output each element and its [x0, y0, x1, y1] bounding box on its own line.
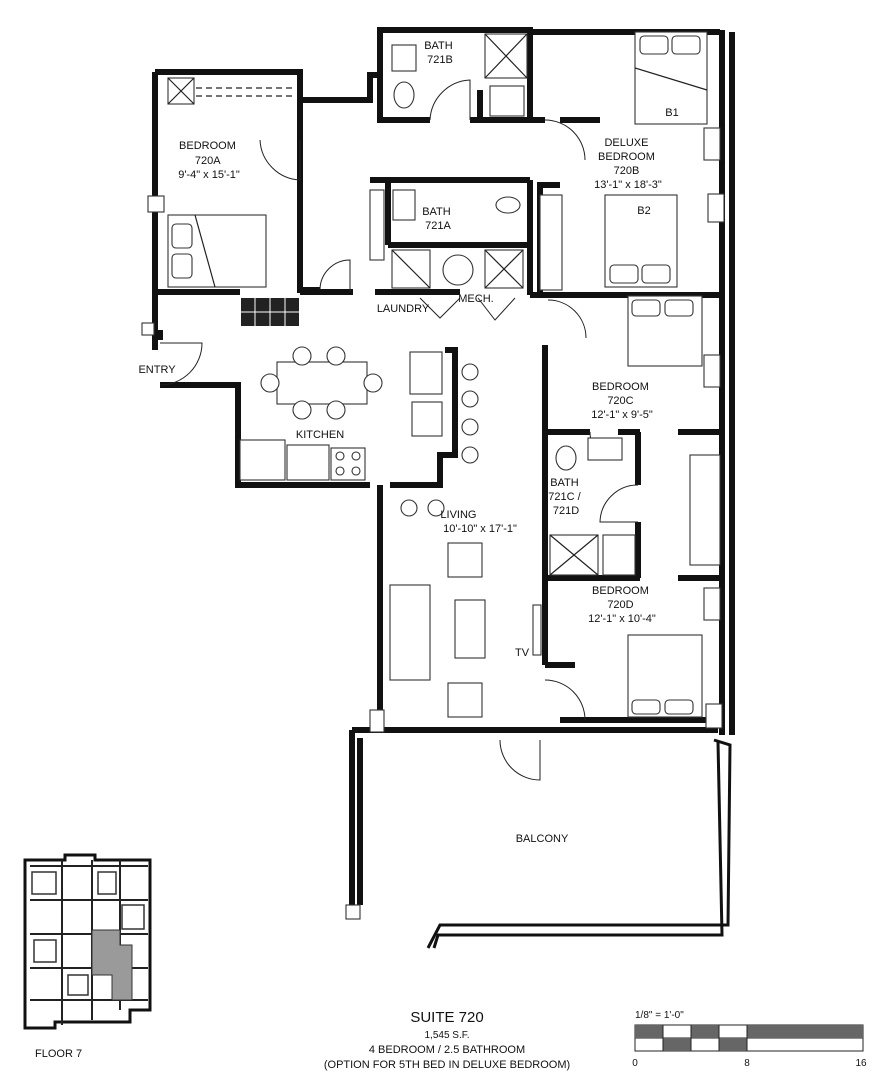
scale-bar: 1/8" = 1'-0" 0 8 16: [632, 1010, 867, 1069]
toilet-721a: [495, 196, 521, 214]
label-balcony: BALCONY: [516, 833, 569, 845]
kitchen-sink: [411, 401, 443, 437]
label-laundry: LAUNDRY: [377, 303, 430, 315]
sink-721b: [391, 44, 417, 72]
label-bedroom-720c: BEDROOM 720C 12'-1" x 9'-5": [591, 381, 653, 421]
interior-walls: [155, 30, 720, 723]
scale-tick-16: 16: [855, 1058, 867, 1069]
suite-area: 1,545 S.F.: [424, 1030, 469, 1041]
dishwasher: [409, 351, 443, 395]
doors: [159, 79, 639, 781]
room-labels: BATH 721B BEDROOM 720A 9'-4" x 15'-1" DE…: [138, 40, 678, 845]
range: [330, 447, 366, 481]
key-plan-label: FLOOR 7: [35, 1048, 82, 1060]
label-bed-b2: B2: [637, 205, 650, 217]
key-plan-suite-highlight: [91, 929, 133, 1001]
fixtures: [141, 31, 725, 920]
label-bed-b1: B1: [665, 107, 678, 119]
scale-tick-8: 8: [744, 1058, 750, 1069]
label-bath-721b: BATH 721B: [424, 40, 456, 66]
label-bedroom-720d: BEDROOM 720D 12'-1" x 10'-4": [588, 585, 656, 625]
key-plan: [23, 853, 152, 1030]
sofa: [389, 584, 431, 681]
fridge: [239, 439, 286, 481]
tv-console: [532, 604, 542, 656]
scale-tick-0: 0: [632, 1058, 638, 1069]
toilet-721b: [393, 81, 415, 109]
sink-721cd: [587, 437, 623, 461]
label-bath-721a: BATH 721A: [422, 206, 454, 232]
suite-note: (OPTION FOR 5TH BED IN DELUXE BEDROOM): [324, 1059, 570, 1071]
label-kitchen: KITCHEN: [296, 429, 344, 441]
scale-ratio: 1/8" = 1'-0": [635, 1010, 684, 1021]
label-living: LIVING 10'-10" x 17'-1": [440, 509, 517, 535]
exterior-walls: [152, 27, 735, 949]
label-bedroom-720a: BEDROOM 720A 9'-4" x 15'-1": [178, 140, 240, 181]
tub-721b: [489, 85, 525, 117]
suite-config: 4 BEDROOM / 2.5 BATHROOM: [369, 1044, 525, 1056]
title-block: SUITE 720 1,545 S.F. 4 BEDROOM / 2.5 BAT…: [324, 1009, 570, 1071]
toilet-721cd: [555, 445, 577, 471]
label-bath-721cd: BATH 721C / 721D: [548, 477, 583, 517]
label-deluxe-bedroom-720b: DELUXE BEDROOM 720B 13'-1" x 18'-3": [594, 137, 662, 191]
armchair-top: [447, 542, 483, 578]
water-heater: [442, 254, 474, 286]
sink-721a: [392, 189, 416, 221]
armchair-bottom: [447, 682, 483, 718]
label-entry: ENTRY: [138, 364, 176, 376]
dining-table: [276, 361, 368, 405]
suite-title: SUITE 720: [410, 1009, 483, 1026]
coffee-table: [454, 599, 486, 659]
label-tv: TV: [515, 647, 530, 659]
label-mech: MECH.: [458, 293, 493, 305]
